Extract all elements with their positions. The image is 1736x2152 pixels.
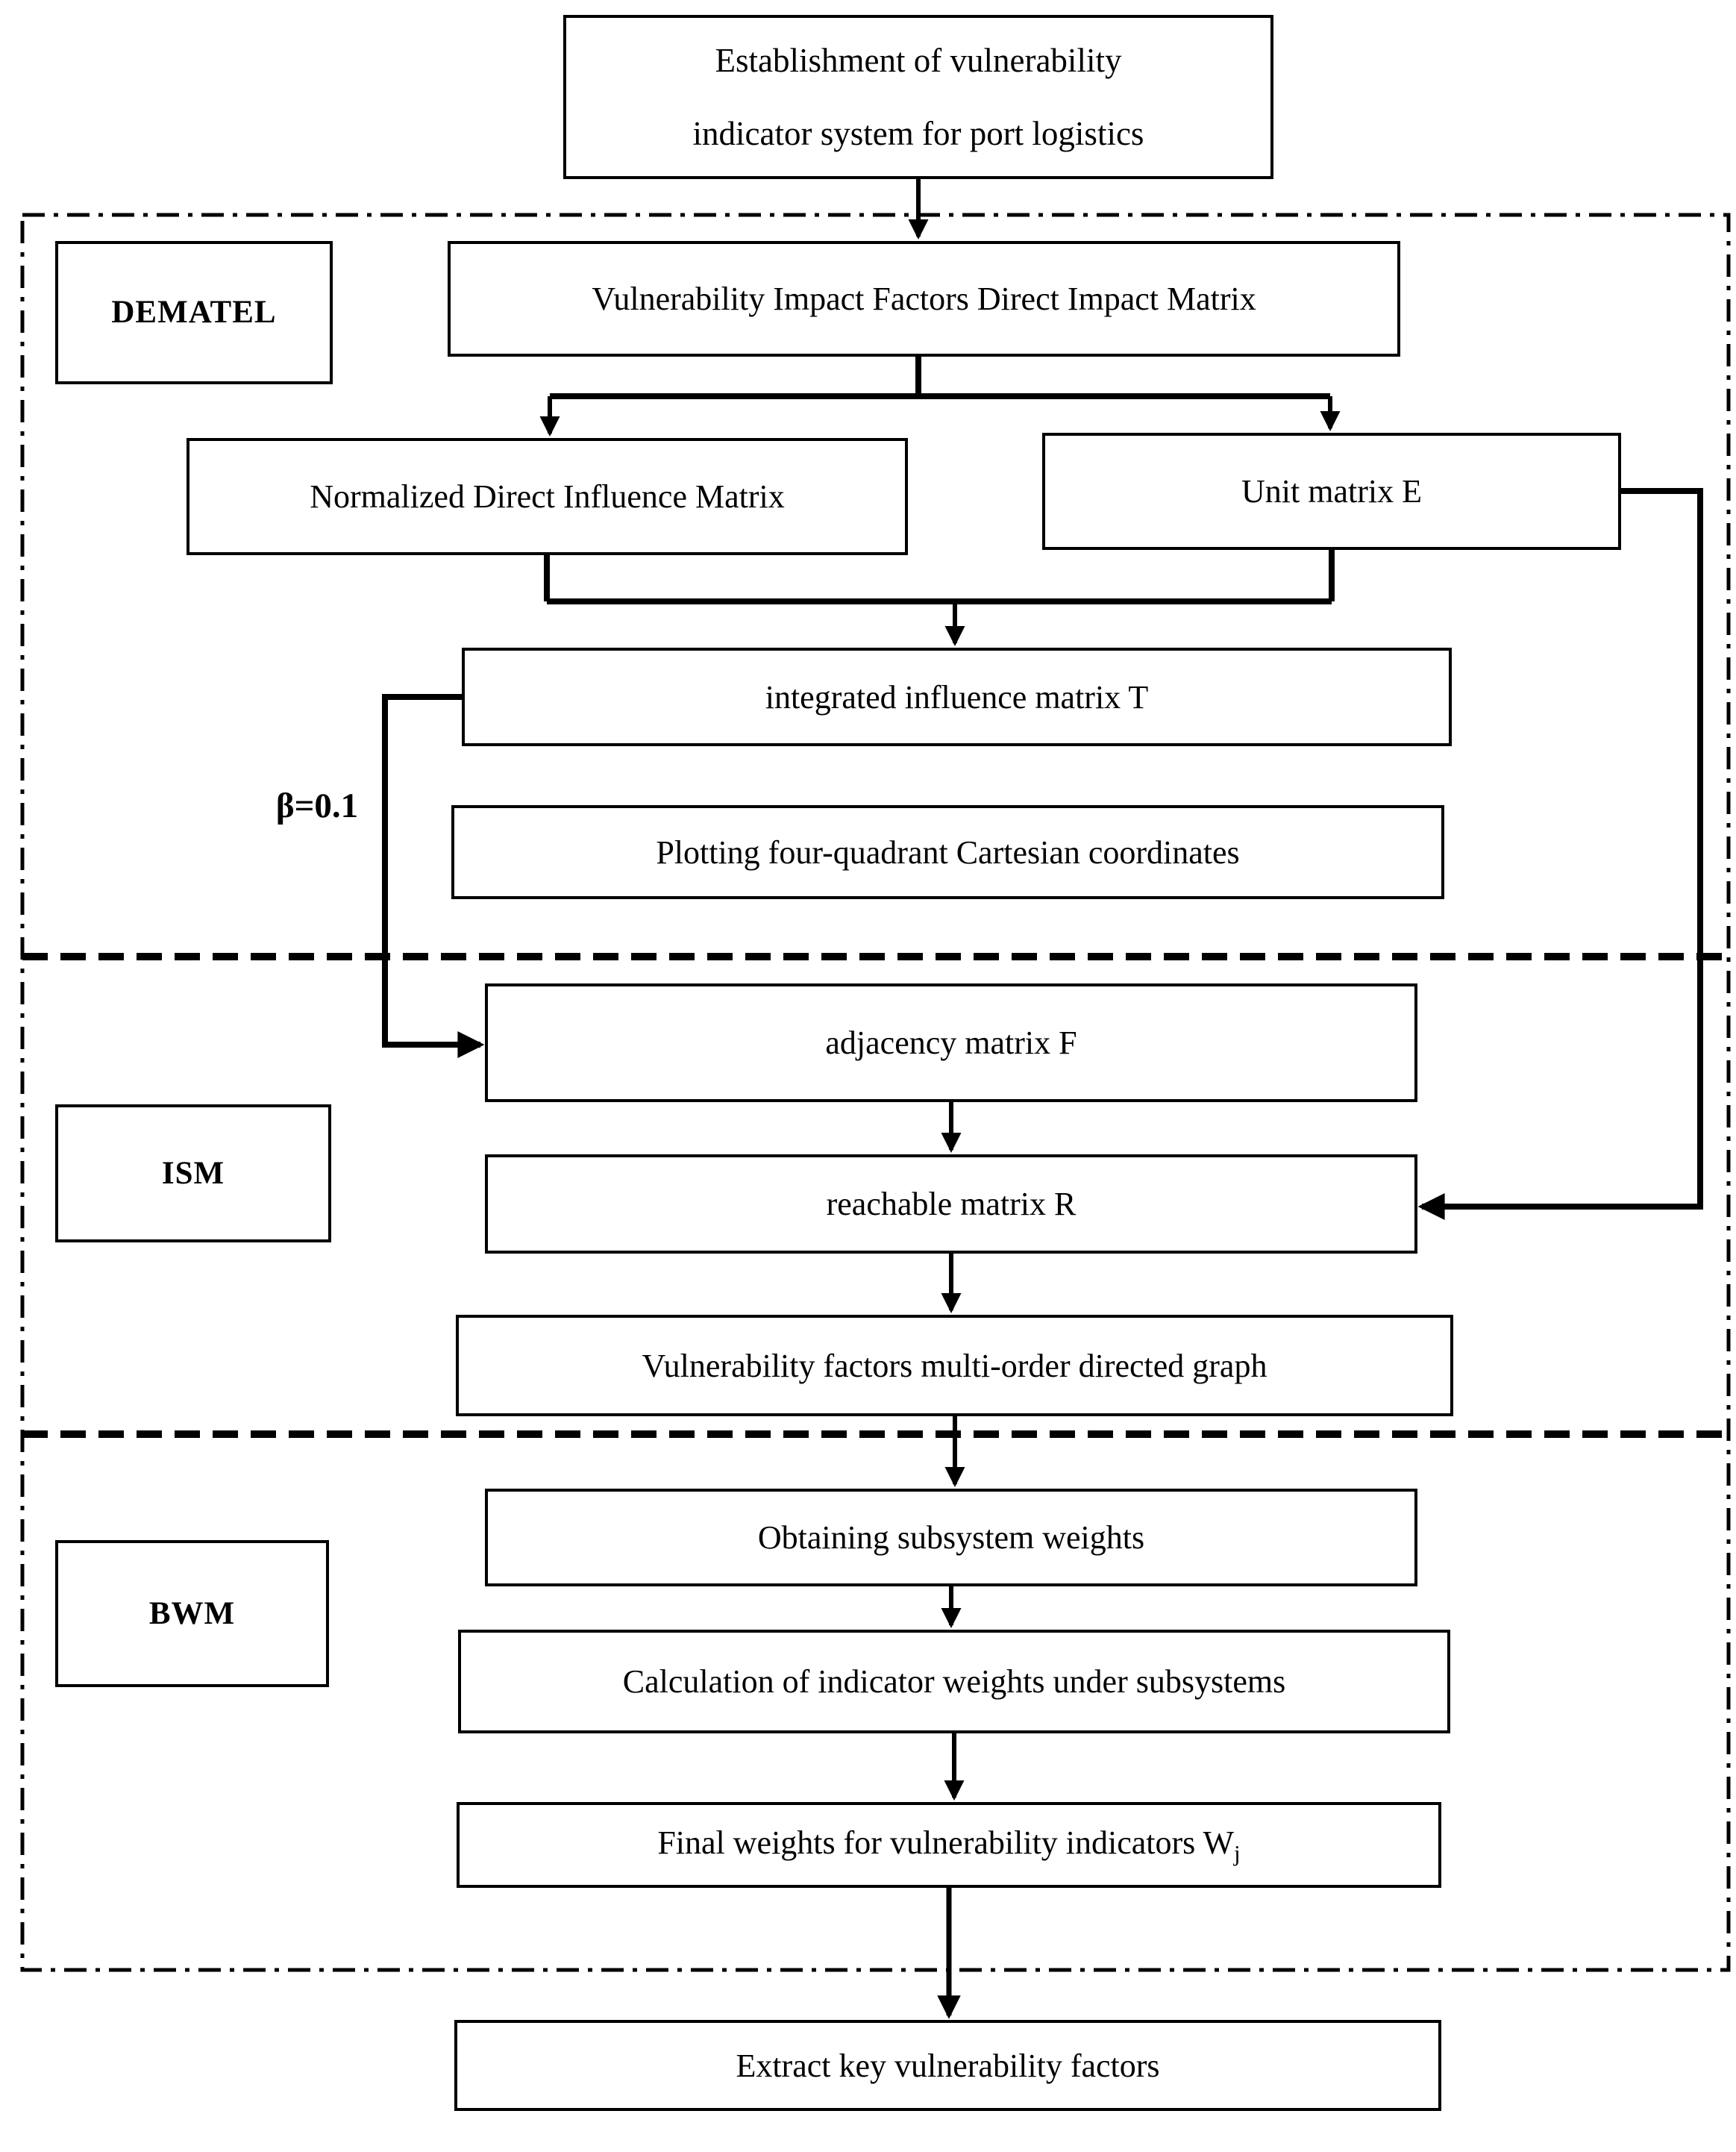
node-plotting-cartesian-text: Plotting four-quadrant Cartesian coordin… [656, 833, 1240, 871]
section-label-bwm: BWM [55, 1540, 329, 1687]
node-establishment-line2: indicator system for port logistics [692, 115, 1144, 152]
section-label-ism-text: ISM [161, 1155, 225, 1191]
section-label-ism: ISM [55, 1104, 331, 1242]
node-multi-order-directed-graph: Vulnerability factors multi-order direct… [456, 1315, 1453, 1416]
node-establishment-line1: Establishment of vulnerability [715, 41, 1122, 79]
node-adjacency-matrix-f-text: adjacency matrix F [825, 1025, 1077, 1061]
node-obtaining-subsystem-weights-text: Obtaining subsystem weights [757, 1519, 1145, 1556]
node-calculation-indicator-weights-text: Calculation of indicator weights under s… [622, 1663, 1286, 1700]
node-final-weights-text: Final weights for vulnerability indicato… [657, 1822, 1240, 1868]
node-normalized-matrix-text: Normalized Direct Influence Matrix [310, 478, 785, 515]
section-label-bwm-text: BWM [148, 1595, 236, 1631]
node-integrated-influence-matrix-t: integrated influence matrix T [462, 648, 1452, 746]
node-reachable-matrix-r-text: reachable matrix R [826, 1186, 1077, 1222]
node-adjacency-matrix-f: adjacency matrix F [485, 983, 1417, 1102]
node-multi-order-directed-graph-text: Vulnerability factors multi-order direct… [642, 1347, 1267, 1384]
node-unit-matrix-e-text: Unit matrix E [1241, 473, 1422, 510]
section-label-dematel: DEMATEL [55, 241, 333, 384]
node-vulnerability-impact-matrix-text: Vulnerability Impact Factors Direct Impa… [592, 281, 1256, 317]
node-establishment: Establishment of vulnerability indicator… [563, 15, 1273, 179]
node-obtaining-subsystem-weights: Obtaining subsystem weights [485, 1489, 1417, 1586]
node-unit-matrix-e: Unit matrix E [1042, 433, 1621, 550]
node-extract-key-factors-text: Extract key vulnerability factors [736, 2047, 1160, 2084]
arrow-t-to-adjacency [382, 694, 485, 1058]
line-merge-to-t [544, 550, 1335, 604]
node-integrated-influence-matrix-t-text: integrated influence matrix T [765, 678, 1149, 716]
node-final-weights: Final weights for vulnerability indicato… [457, 1802, 1441, 1888]
node-normalized-matrix: Normalized Direct Influence Matrix [187, 438, 908, 555]
node-extract-key-factors: Extract key vulnerability factors [454, 2020, 1441, 2111]
node-plotting-cartesian: Plotting four-quadrant Cartesian coordin… [451, 805, 1444, 899]
beta-annotation: β=0.1 [275, 786, 359, 825]
node-final-weights-main: Final weights for vulnerability indicato… [657, 1824, 1235, 1861]
node-calculation-indicator-weights: Calculation of indicator weights under s… [458, 1630, 1450, 1733]
section-label-dematel-text: DEMATEL [111, 295, 277, 331]
node-final-weights-subscript: j [1234, 1839, 1241, 1866]
node-vulnerability-impact-matrix: Vulnerability Impact Factors Direct Impa… [448, 241, 1400, 357]
arrow-unit-e-to-reachable [1417, 488, 1703, 1220]
node-reachable-matrix-r: reachable matrix R [485, 1154, 1417, 1254]
line-vuln-impact-split [550, 357, 1330, 399]
outer-dashdot-frame [20, 213, 1731, 1972]
